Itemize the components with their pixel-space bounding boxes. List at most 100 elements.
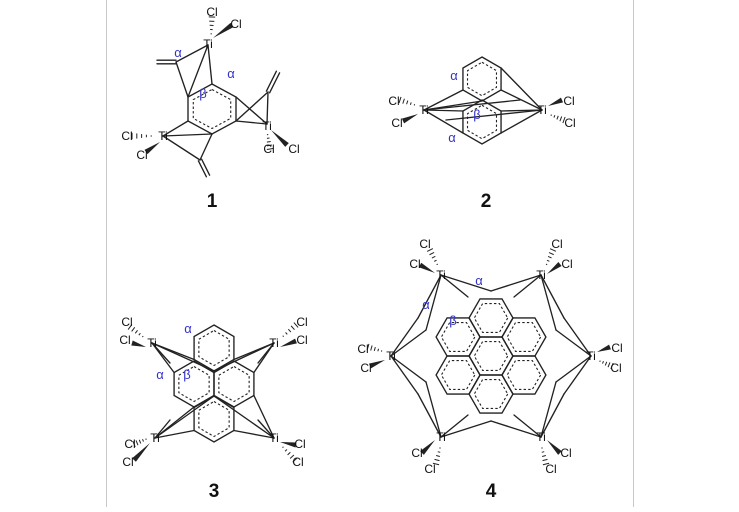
- aromatic-dashed-ring: [474, 380, 507, 409]
- hashed-bond: [288, 329, 291, 332]
- cl-atom-label: Cl: [136, 148, 147, 162]
- hashed-bond: [288, 452, 291, 455]
- bond-line: [176, 62, 188, 97]
- cl-atom-label: Cl: [424, 462, 435, 476]
- cl-atom-label: Cl: [119, 333, 130, 347]
- hashed-bond: [547, 260, 549, 261]
- hashed-bond: [139, 333, 141, 335]
- hashed-bond: [283, 447, 284, 448]
- alpha-position-label: α: [448, 130, 456, 145]
- ring-bond: [463, 57, 501, 101]
- bond-line: [541, 275, 556, 330]
- hashed-bond: [374, 347, 375, 351]
- beta-position-label: β: [199, 86, 206, 101]
- aromatic-dashed-ring: [441, 323, 474, 352]
- bond-line: [424, 110, 463, 111]
- compound-number-4: 4: [486, 481, 497, 502]
- hashed-bond: [434, 260, 436, 261]
- bond-layer: [128, 17, 613, 465]
- ti-atom-label: Ti: [262, 119, 272, 133]
- ti-atom-label: Ti: [586, 349, 596, 363]
- hashed-bond: [603, 361, 604, 363]
- hashed-bond: [549, 253, 554, 255]
- bond-line: [163, 134, 212, 136]
- aromatic-dashed-ring: [199, 331, 229, 366]
- ti-atom-label: Ti: [269, 336, 279, 350]
- wedge-bond: [548, 98, 563, 106]
- wedge-bond: [131, 341, 146, 347]
- alpha-position-label: α: [450, 68, 458, 83]
- hashed-bond: [432, 256, 435, 258]
- ring-bond: [469, 337, 513, 375]
- hashed-bond: [410, 102, 411, 104]
- bond-line: [424, 100, 520, 110]
- alpha-position-label: α: [174, 45, 182, 60]
- ring-bond: [502, 356, 546, 394]
- wedge-bond: [597, 345, 611, 352]
- hashed-bond: [542, 456, 546, 457]
- hashed-bond: [142, 336, 143, 337]
- ring-bond: [188, 84, 236, 134]
- ti-atom-label: Ti: [158, 129, 168, 143]
- bond-line: [424, 110, 463, 133]
- hashed-bond: [437, 264, 438, 265]
- bond-line: [501, 68, 542, 110]
- cl-atom-label: Cl: [121, 315, 132, 329]
- bond-line: [391, 356, 426, 382]
- hashed-bond: [286, 332, 288, 334]
- bond-line: [541, 382, 556, 437]
- hashed-bond: [543, 459, 548, 460]
- bond-line: [491, 421, 541, 437]
- ring-bond: [463, 100, 501, 144]
- hashed-bond: [554, 115, 555, 117]
- ti-atom-label: Ti: [147, 336, 157, 350]
- bond-line: [501, 90, 542, 110]
- cl-atom-label: Cl: [411, 446, 422, 460]
- ti-atom-label: Ti: [386, 349, 396, 363]
- cl-atom-label: Cl: [357, 342, 368, 356]
- ti-atom-label: Ti: [536, 268, 546, 282]
- cl-atom-label: Cl: [419, 237, 430, 251]
- alpha-position-label: α: [227, 66, 235, 81]
- wedge-bond: [547, 262, 562, 274]
- cl-atom-label: Cl: [288, 142, 299, 156]
- bond-line: [491, 275, 541, 291]
- ti-atom-label: Ti: [536, 430, 546, 444]
- aromatic-dashed-ring: [474, 342, 507, 371]
- hashed-bond: [143, 439, 144, 441]
- cl-atom-label: Cl: [360, 361, 371, 375]
- ti-atom-label: Ti: [419, 103, 429, 117]
- hashed-bond: [283, 336, 284, 337]
- aromatic-dashed-ring: [507, 361, 540, 390]
- cl-atom-label: Cl: [388, 94, 399, 108]
- hashed-bond: [430, 252, 435, 254]
- ti-atom-label: Ti: [436, 430, 446, 444]
- hashed-bond: [403, 99, 405, 104]
- beta-position-label: β: [449, 313, 456, 328]
- aromatic-dashed-ring: [199, 402, 229, 437]
- cl-atom-label: Cl: [122, 455, 133, 469]
- aromatic-dashed-ring: [441, 361, 474, 390]
- bond-line: [202, 159, 210, 175]
- wedge-bond: [402, 114, 418, 123]
- cl-atom-label: Cl: [263, 142, 274, 156]
- alpha-position-label: α: [422, 297, 430, 312]
- aromatic-dashed-ring: [219, 367, 249, 402]
- bond-line: [198, 161, 206, 177]
- cl-atom-label: Cl: [560, 446, 571, 460]
- ring-bond: [436, 356, 480, 394]
- hashed-bond: [378, 349, 379, 351]
- hashed-bond: [291, 326, 294, 330]
- bond-line: [391, 330, 426, 356]
- hashed-bond: [435, 459, 440, 460]
- cl-atom-label: Cl: [561, 257, 572, 271]
- bond-line: [441, 421, 491, 437]
- ti-atom-label: Ti: [436, 268, 446, 282]
- cl-atom-label: Cl: [564, 116, 575, 130]
- hashed-bond: [136, 440, 138, 445]
- ring-bond: [502, 318, 546, 356]
- compound-number-3: 3: [209, 481, 220, 502]
